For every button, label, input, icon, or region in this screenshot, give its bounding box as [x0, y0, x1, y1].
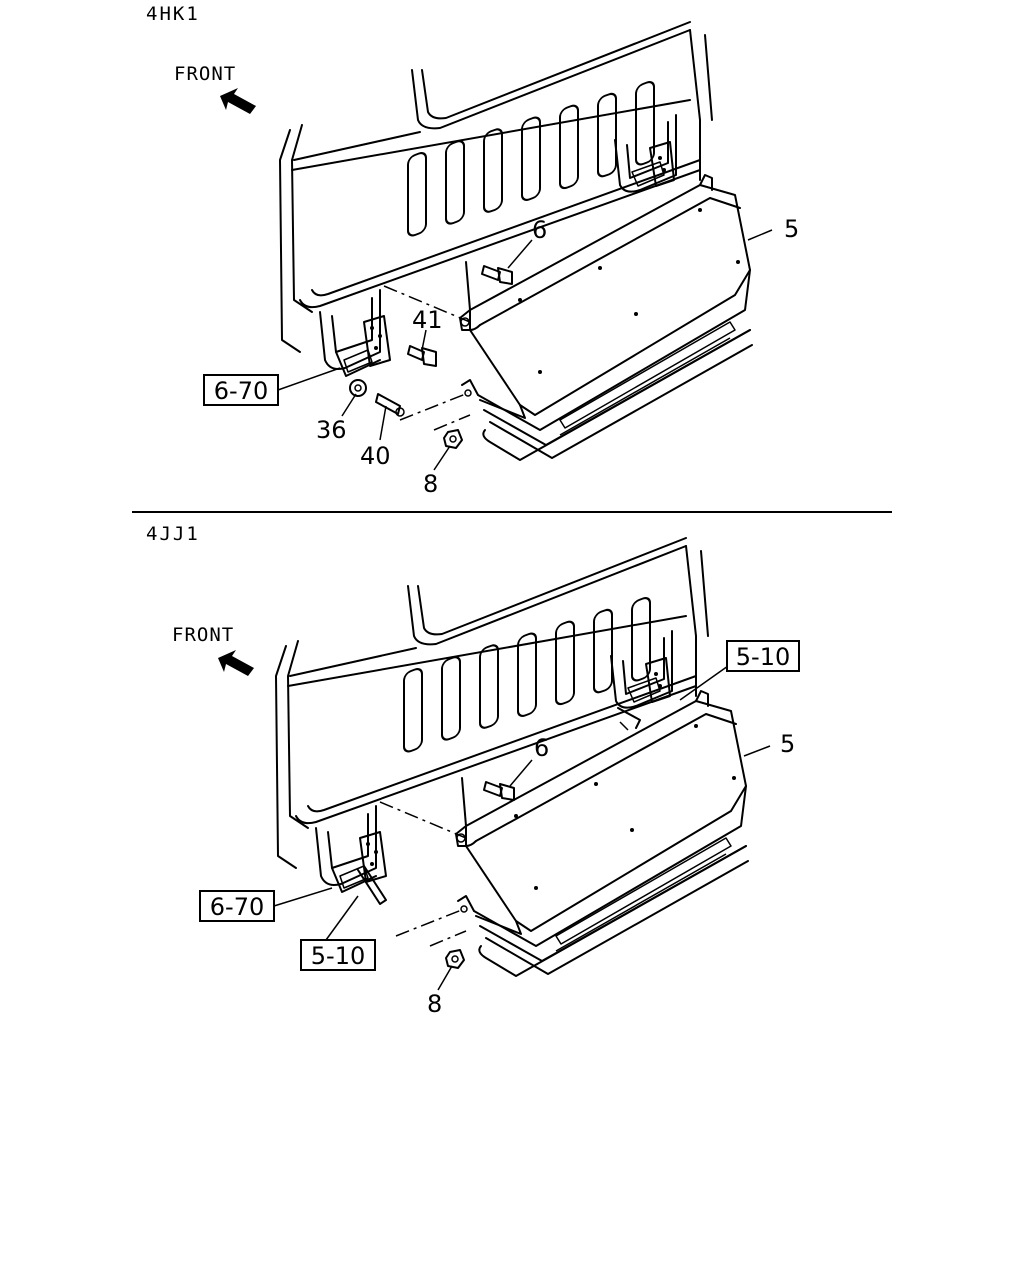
front-arrow-icon	[218, 650, 254, 676]
callout-6: 6	[532, 216, 547, 244]
ref-box-5-10-bottom[interactable]: 5-10	[300, 939, 376, 971]
engine-label: 4JJ1	[146, 523, 200, 545]
ref-box-5-10-right[interactable]: 5-10	[726, 640, 800, 672]
bracket-5-10-drawing	[357, 707, 641, 905]
stud-40-drawing	[375, 393, 405, 417]
ref-box-label: 6-70	[214, 377, 268, 405]
engine-label: 4HK1	[146, 3, 200, 25]
battery-box-assembly-drawing	[279, 21, 753, 461]
ref-box-6-70[interactable]: 6-70	[203, 374, 279, 406]
ref-box-6-70[interactable]: 6-70	[199, 890, 275, 922]
bolt-41-drawing	[407, 345, 437, 367]
front-label: FRONT	[174, 63, 236, 85]
nut-8-drawing	[443, 429, 463, 449]
ref-box-label: 6-70	[210, 893, 264, 921]
nut-8-drawing	[445, 949, 465, 969]
callout-41: 41	[412, 306, 443, 334]
callout-5: 5	[784, 215, 799, 243]
front-arrow-icon	[220, 88, 256, 114]
bolt-6-drawing	[481, 265, 513, 285]
ref-box-label: 5-10	[736, 643, 790, 671]
callout-8: 8	[427, 990, 442, 1018]
bolt-6-drawing	[483, 781, 515, 801]
nut-36-drawing	[349, 379, 367, 397]
callout-36: 36	[316, 416, 347, 444]
callout-8: 8	[423, 470, 438, 498]
callout-6: 6	[534, 734, 549, 762]
front-label: FRONT	[172, 624, 234, 646]
callout-40: 40	[360, 442, 391, 470]
section-4jj1: 4JJ1 FRONT 5 6 8	[146, 523, 800, 1018]
section-4hk1: 4HK1 FRONT	[146, 3, 799, 498]
ref-box-label: 5-10	[311, 942, 365, 970]
callout-5: 5	[780, 730, 795, 758]
